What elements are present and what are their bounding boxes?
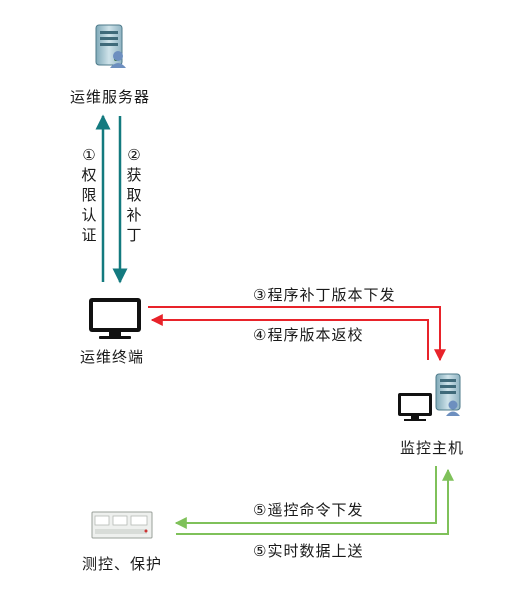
return-version-label: ④程序版本返校 <box>253 326 364 344</box>
return-version-arrow <box>150 314 429 360</box>
host-monitor-icon <box>398 393 432 421</box>
realtime-data-label: ⑤实时数据上送 <box>253 542 364 560</box>
server-icon <box>95 24 126 68</box>
get-patch-label: ②获取补丁 <box>126 146 142 244</box>
issue-version-arrow <box>148 306 446 362</box>
realtime-data-arrow <box>176 468 454 535</box>
remote-cmd-arrow <box>174 466 437 529</box>
auth-label: ①权限认证 <box>81 146 97 244</box>
monitor-icon <box>89 298 141 339</box>
ops-terminal-label: 运维终端 <box>80 348 145 366</box>
issue-version-label: ③程序补丁版本下发 <box>253 286 396 304</box>
ops-server-label: 运维服务器 <box>70 88 151 106</box>
measure-protect-label: 测控、保护 <box>82 555 163 573</box>
host-server-icon <box>435 373 461 416</box>
protection-device-icon <box>91 511 153 539</box>
remote-cmd-label: ⑤遥控命令下发 <box>253 501 364 519</box>
monitor-host-label: 监控主机 <box>400 439 465 457</box>
